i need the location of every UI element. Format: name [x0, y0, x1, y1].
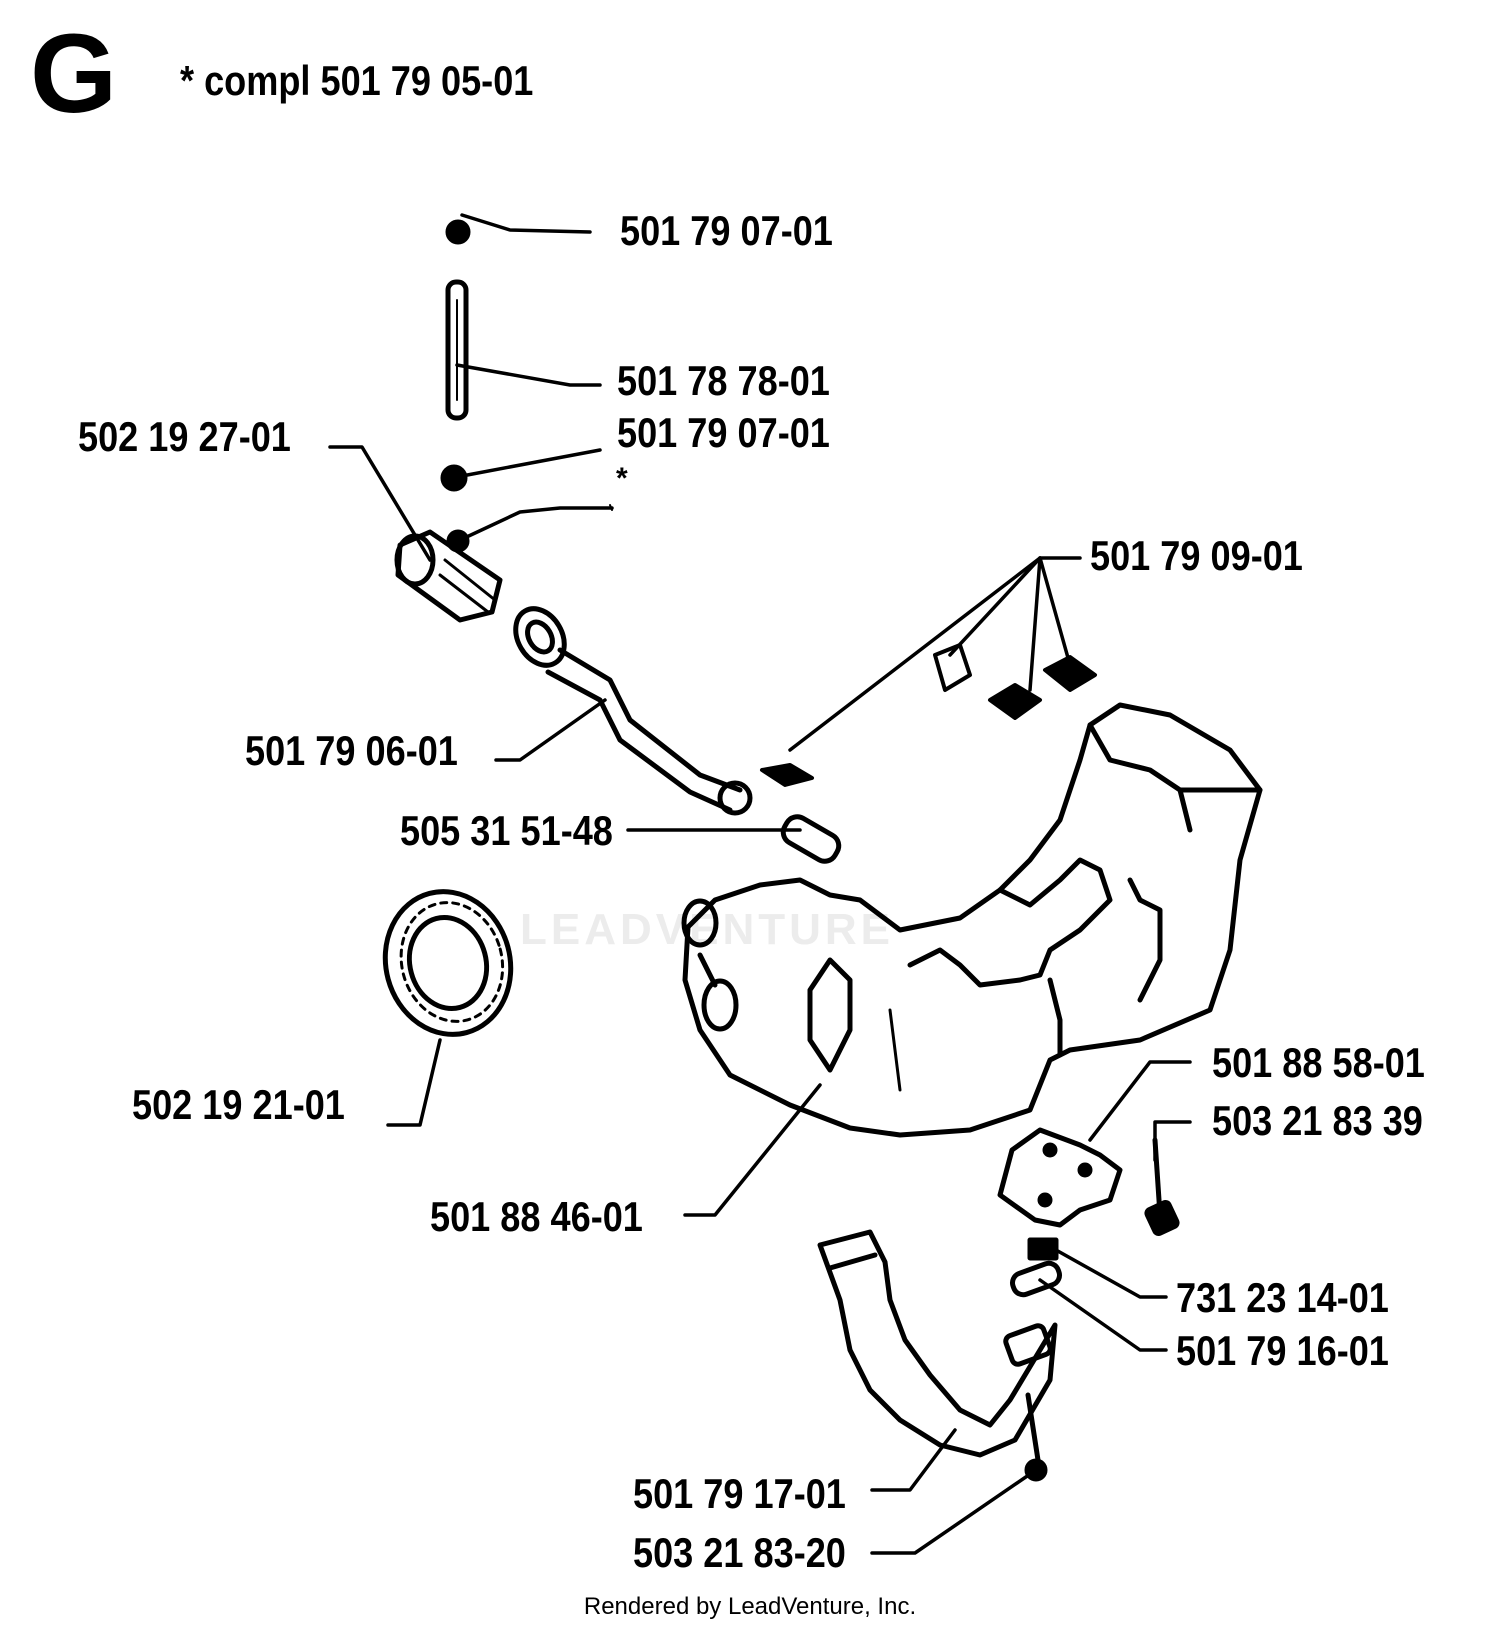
part-number-label: 503 21 83-20 [633, 1529, 846, 1576]
asterisk-mark: * [616, 462, 628, 495]
part-number-label: 501 79 07-01 [617, 409, 830, 456]
part-number-label: 501 88 58-01 [1212, 1039, 1425, 1086]
footer-credit: Rendered by LeadVenture, Inc. [583, 1593, 917, 1620]
part-filter-rod [445, 279, 469, 421]
section-letter: G [30, 11, 117, 136]
part-number-label: 501 79 16-01 [1176, 1327, 1389, 1374]
part-number-label: 501 79 09-01 [1090, 532, 1303, 579]
part-number-label: 501 88 46-01 [430, 1193, 643, 1240]
part-filter-ring [382, 889, 514, 1037]
part-number-label: 502 19 21-01 [132, 1081, 345, 1128]
part-number-label: 503 21 83 39 [1212, 1097, 1423, 1144]
part-number-label: 501 79 17-01 [633, 1470, 846, 1517]
part-number-label: 501 79 07-01 [620, 207, 833, 254]
part-number-label: 731 23 14-01 [1176, 1274, 1389, 1321]
leader-lines [328, 213, 1192, 1555]
part-number-label: 502 19 27-01 [78, 413, 291, 460]
part-nut-top [445, 219, 471, 245]
complete-assembly-note: * compl 501 79 05-01 [180, 57, 534, 104]
part-tank [681, 702, 1263, 1138]
part-number-label: 501 78 78-01 [617, 357, 830, 404]
part-bracket [997, 1127, 1123, 1228]
part-pickup-hose [513, 606, 753, 816]
part-pads [760, 643, 1097, 787]
part-handle [817, 1229, 1058, 1482]
part-oil-fitting [394, 529, 503, 623]
part-screw-right [1144, 1137, 1180, 1237]
part-number-label: 501 79 06-01 [245, 727, 458, 774]
part-number-label: 505 31 51-48 [400, 807, 613, 854]
part-nut-middle [440, 464, 468, 492]
part-small-cylinder [780, 814, 842, 864]
